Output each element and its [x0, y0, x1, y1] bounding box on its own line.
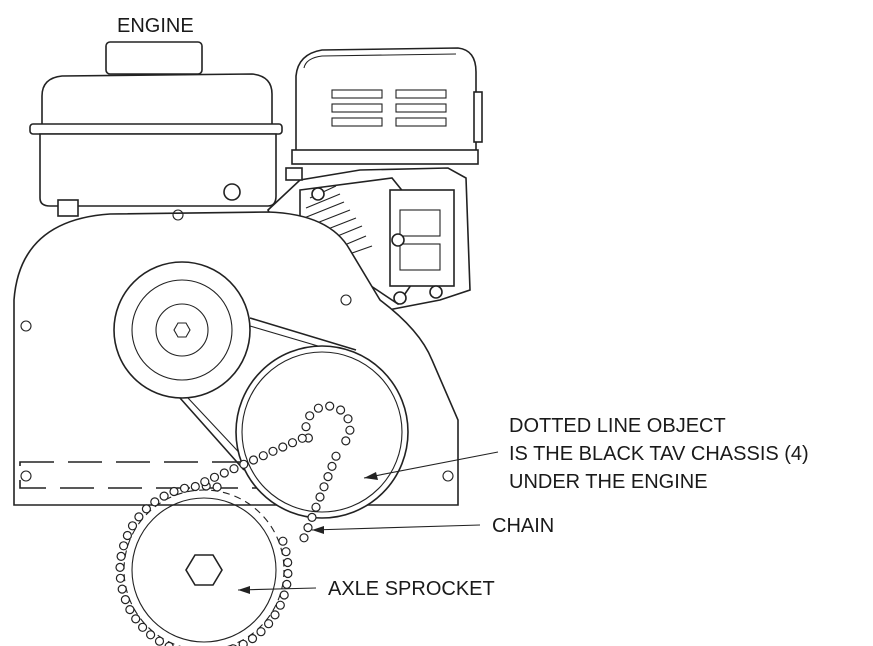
chain-link [209, 472, 220, 482]
dotted-line-label-2: IS THE BLACK TAV CHASSIS (4) [509, 443, 809, 465]
chain-link [331, 451, 341, 461]
chain-link [154, 636, 165, 646]
chain-link [319, 482, 329, 492]
chain-link [134, 512, 144, 522]
chain-link [116, 551, 126, 562]
chain-link [212, 482, 222, 492]
engine-shroud [291, 47, 483, 165]
chain-link [307, 512, 317, 523]
chain-link [127, 521, 138, 531]
chain-link [229, 464, 239, 474]
dotted-line-label-1: DOTTED LINE OBJECT [509, 415, 726, 437]
chain-link [278, 536, 288, 546]
dotted-line-label-3: UNDER THE ENGINE [509, 471, 708, 493]
leader-lines [237, 451, 499, 594]
chain-link [115, 573, 126, 583]
chain-link [258, 451, 268, 461]
chain-link [311, 502, 321, 512]
chain-link [179, 483, 190, 493]
chain-link [159, 491, 169, 501]
chain-link [297, 433, 307, 443]
chain-link [313, 403, 323, 413]
chain-link [138, 622, 148, 632]
chain-link [256, 627, 266, 637]
chain-link [125, 604, 135, 615]
axle-sprocket-label: AXLE SPROCKET [328, 578, 495, 600]
chain-link [282, 579, 292, 590]
chain-link [164, 641, 174, 646]
chain-link [327, 461, 337, 471]
chain-link [325, 401, 335, 411]
chain-link [315, 492, 325, 502]
chain-link [238, 639, 248, 646]
chain-link [239, 459, 249, 469]
chain-link [287, 438, 298, 448]
chain-link [270, 610, 280, 620]
chain-link [301, 422, 311, 432]
chain-link [146, 630, 156, 640]
chain-link [341, 436, 351, 446]
chain-link [115, 562, 125, 573]
chain-link [283, 568, 293, 579]
chain-link [117, 584, 127, 594]
chain-link [303, 522, 313, 533]
chain-link [141, 504, 151, 514]
chain-link [299, 533, 309, 543]
chain-link [190, 481, 200, 492]
axle-sprocket [123, 489, 285, 646]
chain-link [169, 486, 179, 497]
chain-link [122, 530, 133, 541]
chain-link [120, 594, 131, 605]
engine-pulley [113, 261, 251, 399]
chain-link [279, 590, 289, 600]
chain-link [219, 468, 229, 478]
chain-link [248, 455, 259, 465]
chain-link [278, 442, 288, 452]
axle-hex [185, 554, 223, 586]
chain-link [336, 405, 346, 415]
chain-link [150, 497, 160, 507]
chain-link [345, 425, 355, 435]
chain-link [118, 541, 129, 551]
chain-link [281, 547, 291, 557]
fuel-tank [29, 41, 283, 207]
chain [115, 401, 355, 646]
chain-link [200, 477, 210, 487]
chain-link [305, 411, 315, 421]
chain-link [264, 619, 274, 629]
engine-label: ENGINE [117, 15, 194, 37]
chain-link [283, 557, 293, 568]
chain-link [343, 414, 353, 424]
chain-link [131, 614, 141, 624]
chain-link [268, 446, 278, 456]
clutch-pulley [235, 345, 409, 519]
chain-label: CHAIN [492, 515, 554, 537]
chain-link [247, 633, 258, 644]
chain-link [323, 472, 333, 482]
chain-link [275, 600, 285, 610]
